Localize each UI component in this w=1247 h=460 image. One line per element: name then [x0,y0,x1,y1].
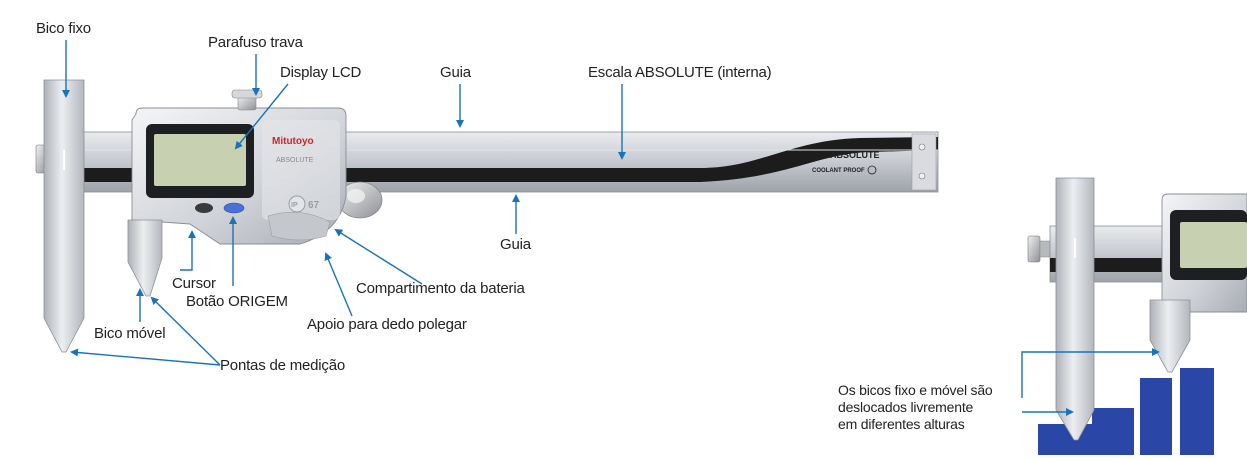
thumb-roller [337,181,383,219]
secondary-caliper [1027,177,1247,455]
arrow-bico-movel-height [1021,348,1160,398]
lock-screw [231,89,263,111]
origin-button [223,202,245,214]
arrow-display [234,83,289,150]
label-escala: Escala ABSOLUTE (interna) [588,64,772,81]
label-compartimento: Compartimento da bateria [356,280,525,297]
label-note-line1: Os bicos fixo e móvel são [838,382,993,398]
arrow-cursor [180,230,196,271]
fixed-jaw [43,79,85,353]
ip-rating-text: 67 [308,200,320,211]
label-botao-origem: Botão ORIGEM [186,293,288,310]
power-button [195,203,213,213]
label-bico-movel: Bico móvel [94,325,166,342]
label-display-lcd: Display LCD [280,64,362,81]
scale-brand-text: ABSOLUTE [830,150,880,160]
label-apoio: Apoio para dedo polegar [307,316,467,333]
label-bico-fixo: Bico fixo [36,20,91,37]
ip67-badge: IP [288,195,306,213]
scale-ip-mark [867,165,877,175]
label-guia-bottom: Guia [500,236,531,253]
battery-compartment [267,211,331,241]
arrow-apoio [324,252,353,317]
brand-sub-text: ABSOLUTE [276,157,314,164]
movable-jaw [127,219,163,297]
label-pontas: Pontas de medição [220,357,346,374]
arrow-ponta-fixa [70,348,221,366]
label-cursor: Cursor [172,275,216,292]
arrow-ponta-movel [150,296,221,366]
ip-mark-text: IP [291,202,298,209]
brand-text: Mitutoyo [272,136,314,147]
label-parafuso-trava: Parafuso trava [208,34,303,51]
scale-sub-text: COOLANT PROOF [812,168,865,174]
label-note-line2: deslocados livremente [838,399,974,415]
label-guia-top: Guia [440,64,471,81]
arrow-bateria [334,228,423,285]
label-note-line3: em diferentes alturas [838,416,965,432]
